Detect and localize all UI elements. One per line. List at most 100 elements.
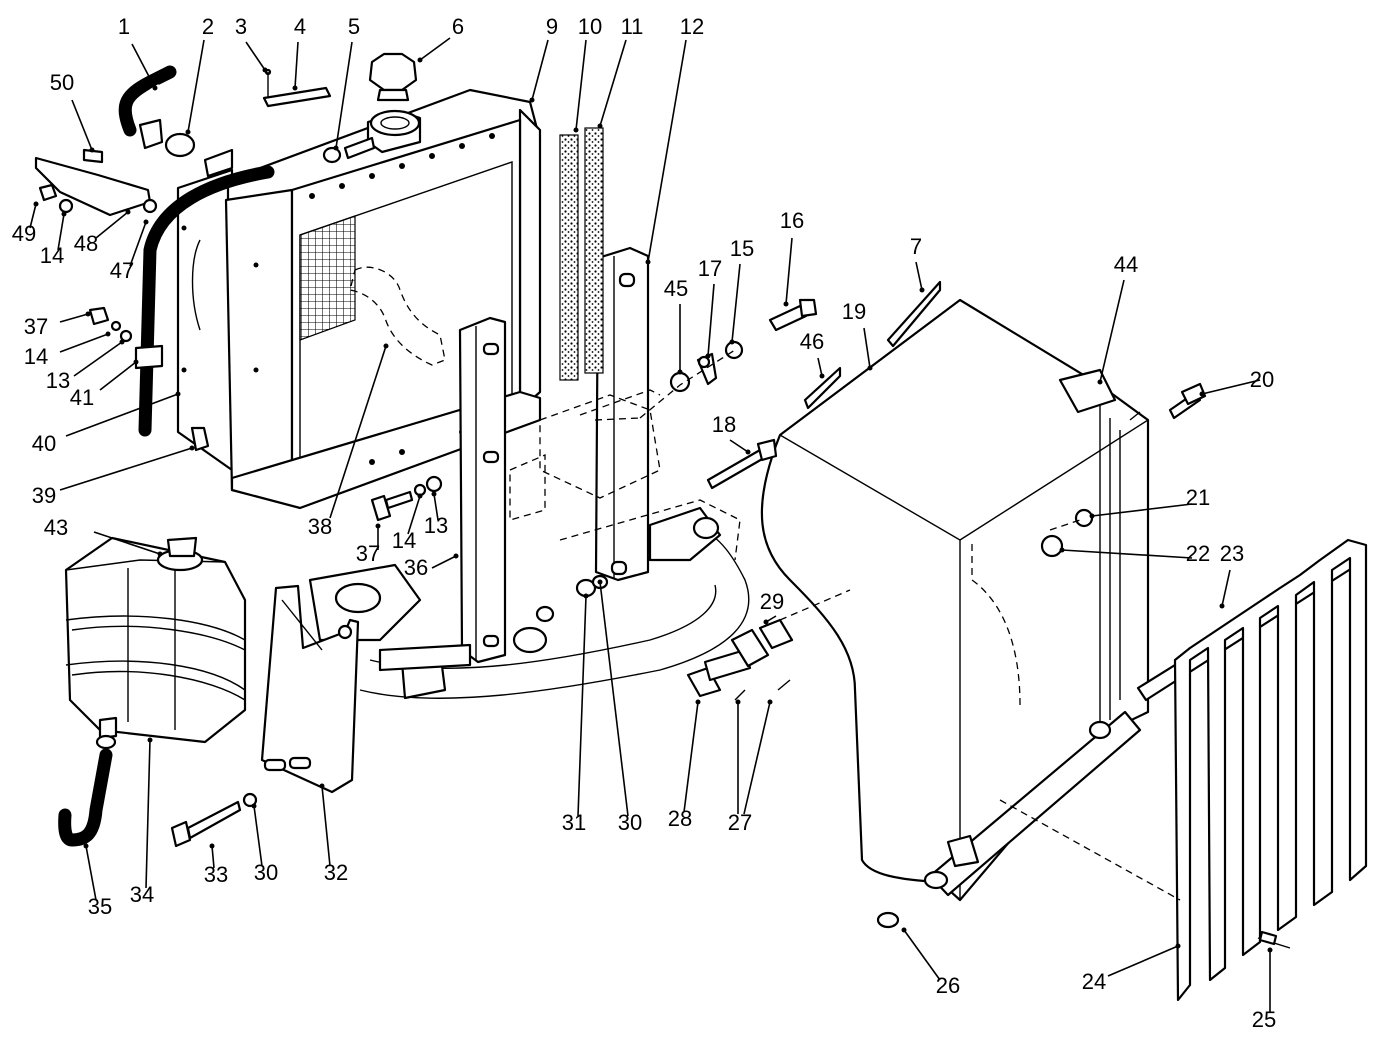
leader-line-22 [1061, 549, 1193, 559]
leader-dot-18 [745, 449, 751, 455]
callout-14c: 14 [392, 528, 416, 553]
upper-hose [118, 65, 177, 150]
leader-line-48 [95, 211, 129, 239]
leader-dot-10 [573, 127, 579, 133]
leader-dot-46 [819, 373, 825, 379]
leader-dot-30b [251, 803, 257, 809]
callout-44: 44 [1114, 252, 1138, 277]
leader-dot-13a [119, 339, 125, 345]
left-hardware [88, 306, 210, 452]
leader-line-12 [647, 39, 687, 263]
retaining-ring [876, 911, 900, 929]
leader-line-21 [1091, 503, 1193, 517]
leader-line-2 [187, 39, 205, 133]
leader-line-35 [85, 845, 97, 901]
leader-line-44 [1099, 279, 1125, 383]
leader-dot-12 [645, 259, 651, 265]
radiator-cap [368, 52, 418, 102]
callout-26: 26 [936, 973, 960, 998]
callout-30a: 30 [618, 810, 642, 835]
leader-line-30b [253, 805, 263, 867]
clamps [164, 132, 342, 178]
leader-dot-39 [189, 445, 195, 451]
callout-20: 20 [1250, 367, 1274, 392]
callout-27: 27 [728, 810, 752, 835]
callout-9: 9 [546, 14, 558, 39]
leader-line-7 [915, 261, 923, 291]
callout-23: 23 [1220, 541, 1244, 566]
leader-dot-24 [1175, 943, 1181, 949]
leader-dot-21 [1089, 513, 1095, 519]
leader-line-5 [335, 41, 353, 149]
leader-dot-9 [529, 97, 535, 103]
callout-29: 29 [760, 589, 784, 614]
leader-dot-4 [292, 85, 298, 91]
leader-line-40 [65, 393, 179, 437]
leader-line-14a [57, 213, 65, 251]
callout-2: 2 [202, 14, 214, 39]
leader-dot-5 [333, 145, 339, 151]
center-lines [594, 349, 1181, 901]
leader-dot-26 [901, 927, 907, 933]
leader-line-15 [731, 263, 741, 343]
right-upright-bracket [594, 246, 650, 582]
leader-line-14b [59, 333, 109, 353]
latch-assembly [686, 618, 794, 701]
callout-13b: 13 [424, 513, 448, 538]
callout-31: 31 [562, 810, 586, 835]
callout-16: 16 [780, 208, 804, 233]
leader-dot-49 [33, 201, 39, 207]
callout-38: 38 [308, 514, 332, 539]
leader-dot-13b [431, 491, 437, 497]
callout-1: 1 [118, 14, 130, 39]
frame-mounts [308, 506, 722, 700]
leader-dot-15 [729, 339, 735, 345]
leader-dot-29 [763, 619, 769, 625]
foam-strip-10 [559, 134, 579, 381]
callout-3: 3 [235, 14, 247, 39]
leader-line-37a [59, 313, 89, 323]
leader-dot-47 [143, 219, 149, 225]
left-upright-bracket [458, 316, 507, 664]
leader-line-23 [1221, 569, 1231, 607]
leader-line-30a [599, 581, 629, 817]
leader-dot-37a [85, 311, 91, 317]
leader-line-34 [145, 739, 151, 889]
leader-line-14c [407, 495, 421, 535]
grille [1173, 538, 1368, 1002]
leader-line-39 [59, 447, 193, 491]
leader-line-41 [99, 361, 137, 391]
leader-dot-23 [1219, 603, 1225, 609]
leader-dot-41 [133, 359, 139, 365]
hood [760, 298, 1150, 902]
leader-dot-50 [89, 147, 95, 153]
leader-dot-14a [61, 211, 67, 217]
leader-dot-11 [597, 123, 603, 129]
callout-17: 17 [698, 256, 722, 281]
leader-dot-14c [417, 493, 423, 499]
leader-dot-27 [735, 699, 741, 705]
leader-line-49 [29, 203, 37, 229]
callout-5: 5 [348, 14, 360, 39]
leader-dot-16 [783, 301, 789, 307]
bolt-37b [370, 475, 443, 522]
leader-dot-20 [1199, 391, 1205, 397]
coolant-tank [64, 536, 247, 744]
leader-dot-35 [83, 843, 89, 849]
callout-48: 48 [74, 231, 98, 256]
leader-dot-44 [1097, 379, 1103, 385]
leader-dot-36 [453, 553, 459, 559]
leader-line-46 [817, 357, 823, 377]
callout-43: 43 [44, 515, 68, 540]
leader-dot-7 [919, 287, 925, 293]
leader-dot-48 [125, 209, 131, 215]
leader-line-36 [431, 555, 457, 569]
leader-dot-25 [1267, 947, 1273, 953]
leader-line-11 [599, 39, 627, 127]
callout-6: 6 [452, 14, 464, 39]
callout-21: 21 [1186, 485, 1210, 510]
callout-47: 47 [110, 258, 134, 283]
leader-dot-34 [147, 737, 153, 743]
